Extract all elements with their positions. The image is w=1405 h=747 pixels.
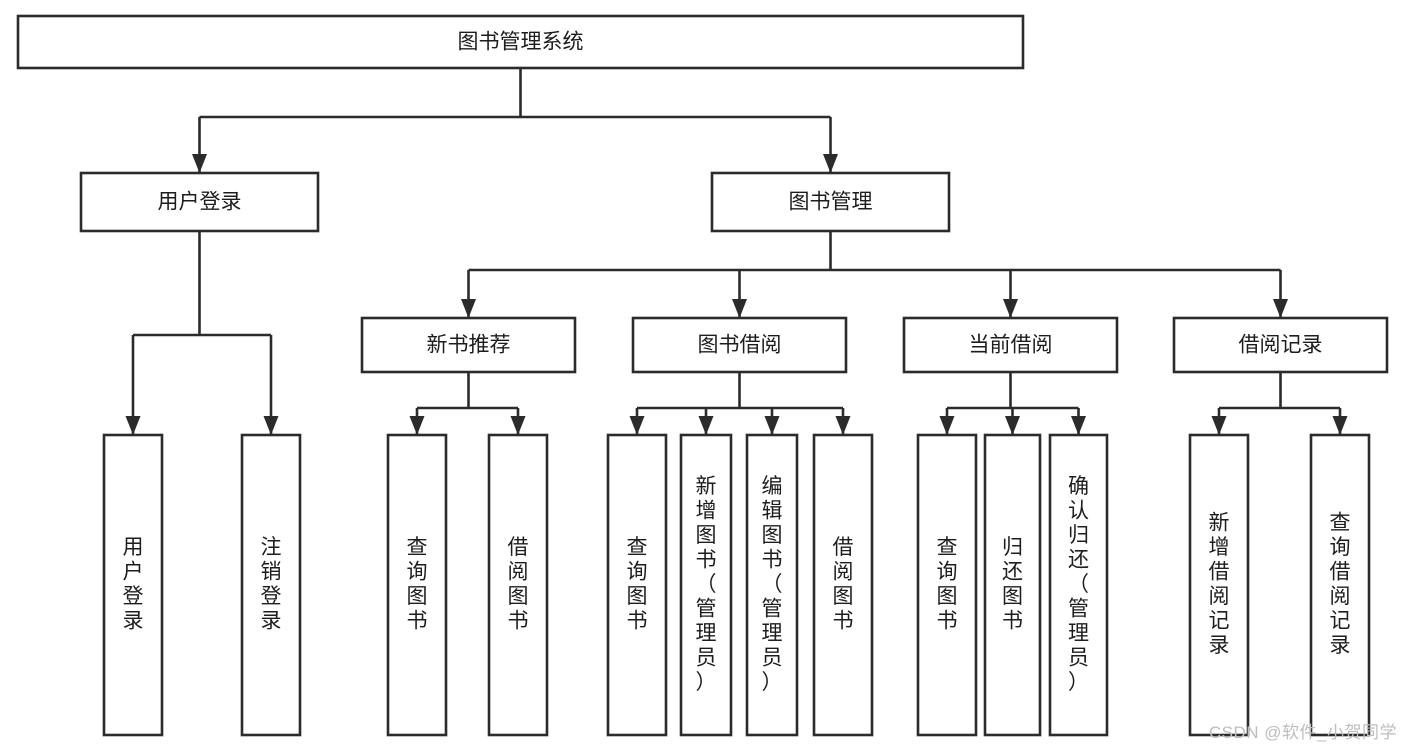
node-level3-3[interactable]: 借阅记录 — [1172, 316, 1389, 374]
arrow-head-icon — [698, 416, 714, 435]
arrow-head-icon — [629, 416, 645, 435]
node-label: 图书管理 — [789, 191, 873, 214]
node-rect — [902, 316, 1119, 374]
node-leaf-7[interactable]: 借阅图书 — [812, 433, 874, 737]
node-label: 确认归还（管理员） — [1068, 475, 1089, 694]
node-label: 当前借阅 — [969, 334, 1053, 357]
node-rect — [983, 433, 1042, 737]
arrow-head-icon — [764, 416, 780, 435]
node-leaf-2[interactable]: 查询图书 — [386, 433, 448, 737]
node-rect — [1172, 316, 1389, 374]
node-rect — [386, 433, 448, 737]
node-rect — [102, 433, 164, 737]
node-label: 注销登录 — [261, 536, 282, 633]
arrow-head-icon — [461, 299, 476, 318]
node-level3-1[interactable]: 图书借阅 — [631, 316, 848, 374]
arrow-head-icon — [1005, 416, 1020, 435]
node-label: 借阅图书 — [833, 536, 854, 633]
node-label: 借阅记录 — [1239, 334, 1323, 357]
node-leaf-3[interactable]: 借阅图书 — [487, 433, 549, 737]
node-label: 编辑图书（管理员） — [762, 475, 783, 694]
node-rect — [631, 316, 848, 374]
node-rect — [16, 14, 1025, 70]
node-label: 借阅图书 — [508, 536, 529, 633]
node-root-book-system[interactable]: 图书管理系统 — [16, 14, 1025, 70]
node-rect — [745, 433, 799, 737]
arrow-head-icon — [125, 416, 141, 435]
node-label: 新书推荐 — [427, 334, 511, 357]
node-leaf-8[interactable]: 查询图书 — [916, 433, 978, 737]
node-rect — [812, 433, 874, 737]
node-rect — [1048, 433, 1109, 737]
arrow-head-icon — [823, 154, 838, 173]
node-label: 查询图书 — [937, 536, 958, 633]
arrow-head-icon — [409, 416, 425, 435]
arrow-head-icon — [732, 299, 747, 318]
node-rect — [916, 433, 978, 737]
nodes-layer: 图书管理系统用户登录图书管理新书推荐图书借阅当前借阅借阅记录用户登录注销登录查询… — [16, 14, 1389, 737]
arrow-head-icon — [1071, 416, 1086, 435]
node-level3-0[interactable]: 新书推荐 — [360, 316, 577, 374]
node-level2-0[interactable]: 用户登录 — [79, 171, 320, 233]
node-leaf-1[interactable]: 注销登录 — [240, 433, 302, 737]
node-rect — [710, 171, 951, 233]
node-label: 查询借阅记录 — [1330, 512, 1351, 658]
arrow-head-icon — [192, 154, 207, 173]
node-rect — [360, 316, 577, 374]
node-rect — [240, 433, 302, 737]
node-level2-1[interactable]: 图书管理 — [710, 171, 951, 233]
node-leaf-12[interactable]: 查询借阅记录 — [1309, 433, 1371, 737]
arrow-head-icon — [263, 416, 279, 435]
node-leaf-5[interactable]: 新增图书（管理员） — [679, 433, 733, 737]
node-rect — [1188, 433, 1250, 737]
arrow-head-icon — [1332, 416, 1348, 435]
node-rect — [1309, 433, 1371, 737]
node-label: 图书管理系统 — [458, 31, 584, 54]
arrow-head-icon — [1003, 299, 1018, 318]
node-level3-2[interactable]: 当前借阅 — [902, 316, 1119, 374]
arrow-head-icon — [1211, 416, 1227, 435]
arrow-head-icon — [835, 416, 851, 435]
node-label: 查询图书 — [627, 536, 648, 633]
node-leaf-10[interactable]: 确认归还（管理员） — [1048, 433, 1109, 737]
node-rect — [679, 433, 733, 737]
node-label: 新增借阅记录 — [1209, 512, 1230, 658]
node-label: 新增图书（管理员） — [696, 475, 717, 694]
node-rect — [79, 171, 320, 233]
node-leaf-9[interactable]: 归还图书 — [983, 433, 1042, 737]
arrow-head-icon — [939, 416, 955, 435]
node-label: 用户登录 — [158, 191, 242, 214]
node-leaf-0[interactable]: 用户登录 — [102, 433, 164, 737]
arrow-head-icon — [510, 416, 526, 435]
node-label: 归还图书 — [1002, 536, 1023, 633]
node-leaf-6[interactable]: 编辑图书（管理员） — [745, 433, 799, 737]
arrow-head-icon — [1273, 299, 1288, 318]
node-rect — [487, 433, 549, 737]
node-label: 图书借阅 — [698, 334, 782, 357]
connectors-layer — [125, 68, 1348, 435]
node-label: 用户登录 — [123, 536, 144, 633]
node-leaf-11[interactable]: 新增借阅记录 — [1188, 433, 1250, 737]
node-leaf-4[interactable]: 查询图书 — [606, 433, 668, 737]
node-label: 查询图书 — [407, 536, 428, 633]
watermark-text: CSDN @软件_小贺同学 — [1208, 723, 1397, 742]
node-rect — [606, 433, 668, 737]
